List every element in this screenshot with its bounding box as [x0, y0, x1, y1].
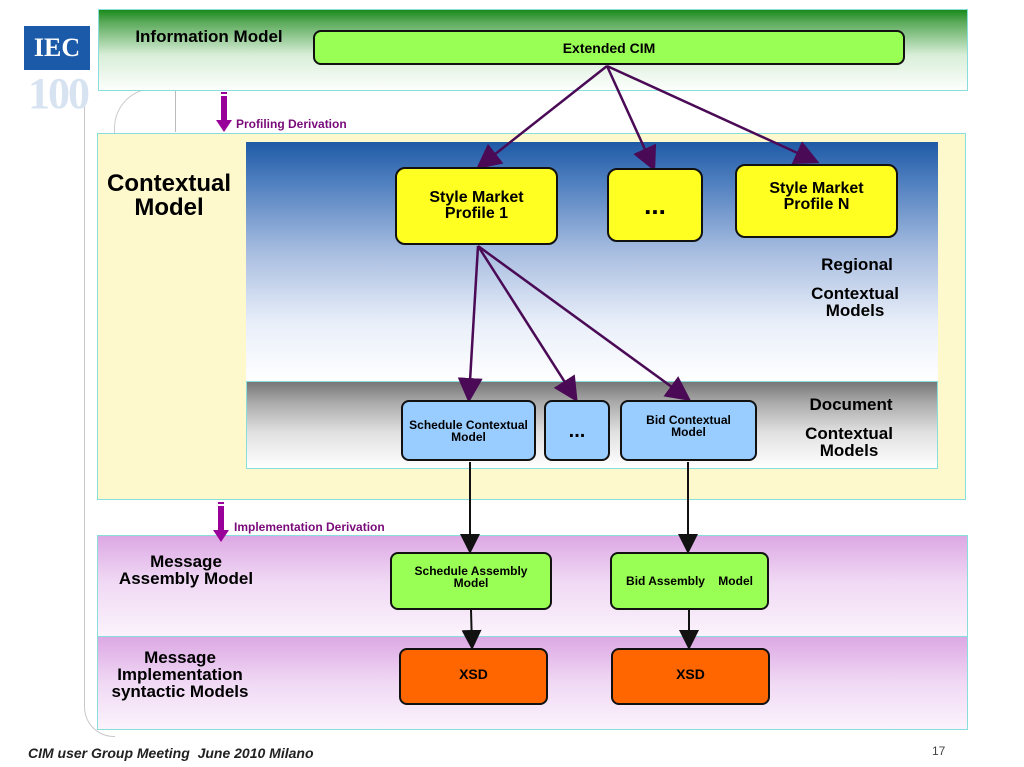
style-market-profile-n-box: Style Market Profile N	[735, 164, 898, 238]
message-implementation-label: Message Implementation syntactic Models	[111, 648, 249, 701]
style-market-ellipsis-box: ...	[607, 168, 703, 242]
style-market-ellipsis-label: ...	[644, 190, 666, 220]
iec-logo-text: IEC	[33, 33, 81, 62]
style-market-profile-n-label: Style Market Profile N	[769, 180, 864, 213]
iec-logo: IEC 100	[20, 20, 100, 120]
footer-text: CIM user Group Meeting June 2010 Milano	[28, 745, 314, 761]
extended-cim-box: Extended CIM	[313, 30, 905, 65]
information-model-label: Information Model	[135, 27, 283, 46]
page-number: 17	[932, 744, 946, 758]
bid-contextual-label: Bid Contextual Model	[646, 412, 731, 439]
regional-label-line1: Regional	[821, 255, 893, 274]
document-label-line2: Contextual	[805, 424, 893, 443]
regional-label-line2: Contextual	[811, 284, 899, 303]
bid-assembly-box: Bid Assembly Model	[610, 552, 769, 610]
document-label-line3: Models	[819, 441, 879, 460]
document-label-line1: Document	[809, 395, 893, 414]
bid-contextual-box: Bid Contextual Model	[620, 400, 757, 461]
xsd-left-label: XSD	[459, 665, 488, 682]
style-market-profile-1-box: Style Market Profile 1	[395, 167, 558, 245]
xsd-left-box: XSD	[399, 648, 548, 705]
link-profile-1-to-ellipsis	[476, 245, 578, 403]
schedule-contextual-box: Schedule Contextual Model	[401, 400, 536, 461]
iec-logo-box: IEC	[24, 26, 90, 70]
contextual-model-label: Contextual Model	[106, 170, 231, 221]
extended-cim-label: Extended CIM	[562, 39, 656, 56]
iec-logo-sub: 100	[28, 69, 90, 118]
link-cim-to-ellipsis	[605, 65, 657, 172]
bid-assembly-label: Bid Assembly Model	[626, 574, 753, 588]
implementation-derivation-label: Implementation Derivation	[234, 520, 385, 534]
link-schedule-assembly-to-xsd	[461, 609, 482, 650]
document-ellipsis-box: ...	[544, 400, 610, 461]
link-cim-to-profile-1	[476, 65, 608, 170]
schedule-contextual-label: Schedule Contextual Model	[409, 417, 528, 444]
xsd-right-label: XSD	[676, 665, 705, 682]
link-profile-1-to-schedule	[457, 245, 483, 403]
message-assembly-label: Message Assembly Model	[118, 552, 254, 588]
link-profile-1-to-bid	[477, 244, 692, 401]
implementation-derivation-arrow	[213, 502, 229, 544]
link-cim-to-profile-n	[606, 64, 820, 165]
schedule-assembly-box: Schedule Assembly Model	[390, 552, 552, 610]
document-ellipsis-label: ...	[568, 419, 586, 442]
profiling-derivation-arrow	[216, 92, 232, 134]
regional-label-line3: Models	[825, 301, 885, 320]
xsd-right-box: XSD	[611, 648, 770, 705]
profiling-derivation-label: Profiling Derivation	[236, 117, 347, 131]
schedule-assembly-label: Schedule Assembly Model	[414, 564, 528, 590]
style-market-profile-1-label: Style Market Profile 1	[429, 189, 524, 222]
